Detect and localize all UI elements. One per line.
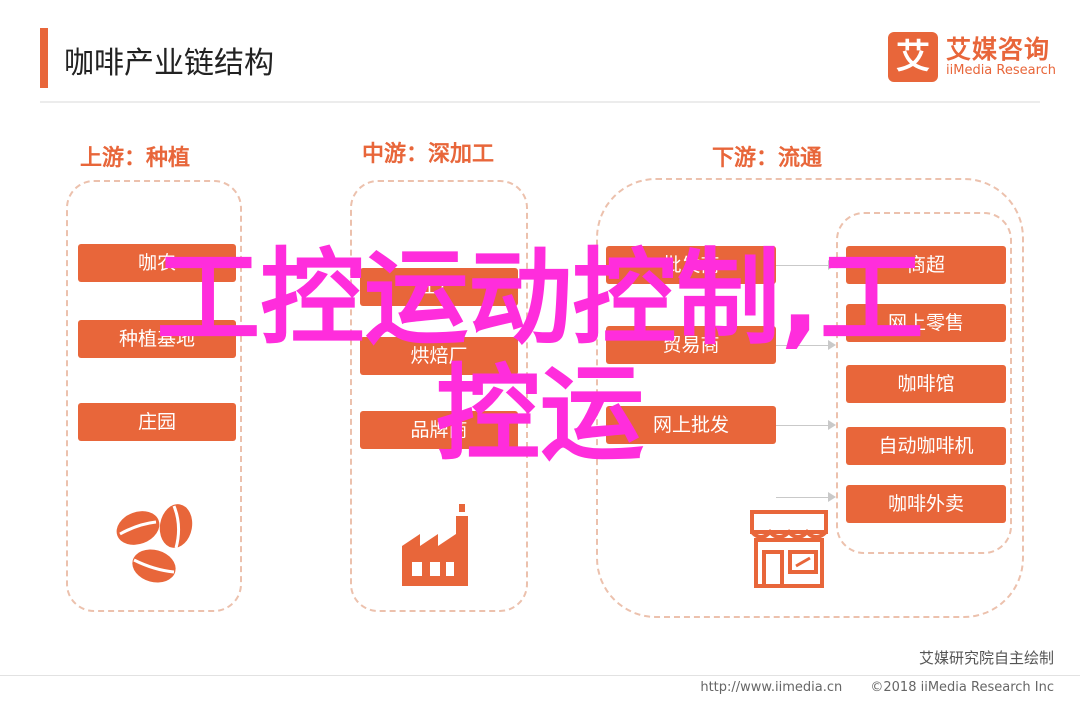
downstream-retail-item: 网上零售	[846, 304, 1006, 342]
midstream-panel	[350, 180, 528, 612]
store-icon	[750, 510, 828, 588]
downstream-retail-panel	[836, 212, 1012, 554]
footer-url-link[interactable]: http://www.iimedia.cn	[700, 680, 843, 695]
downstream-wholesale-item: 贸易商	[606, 326, 776, 364]
downstream-wholesale-item: 网上批发	[606, 406, 776, 444]
midstream-item: 品牌商	[360, 411, 518, 449]
midstream-item: 工厂	[360, 268, 518, 306]
logo-mark: 艾	[888, 32, 938, 82]
upstream-item: 咖农	[78, 244, 236, 282]
midstream-label: 中游：深加工	[362, 142, 495, 167]
title-accent-bar	[40, 28, 48, 88]
downstream-retail-item: 自动咖啡机	[846, 427, 1006, 465]
logo-english-name: iiMedia Research	[946, 63, 1057, 78]
arrow-head	[828, 492, 836, 502]
footer: http://www.iimedia.cn ©2018 iiMedia Rese…	[700, 680, 1054, 695]
downstream-wholesale-item: 批发商	[606, 246, 776, 284]
midstream-item: 烘焙厂	[360, 337, 518, 375]
flow-arrow	[776, 497, 828, 498]
page-title: 咖啡产业链结构	[64, 46, 274, 81]
downstream-retail-item: 咖啡馆	[846, 365, 1006, 403]
factory-icon	[402, 504, 468, 586]
arrow-head	[828, 340, 836, 350]
downstream-label: 下游：流通	[712, 146, 823, 171]
downstream-retail-item: 咖啡外卖	[846, 485, 1006, 523]
logo-chinese-name: 艾媒咨询	[946, 35, 1051, 64]
upstream-item: 庄园	[78, 403, 236, 441]
arrow-head	[828, 260, 836, 270]
flow-arrow	[776, 345, 828, 346]
footer-copyright: ©2018 iiMedia Research Inc	[870, 680, 1054, 695]
header-divider	[40, 101, 1040, 103]
footer-divider	[0, 675, 1080, 676]
upstream-item: 种植基地	[78, 320, 236, 358]
upstream-panel	[66, 180, 242, 612]
flow-arrow	[776, 265, 828, 266]
coffee-beans-icon	[116, 504, 193, 583]
downstream-retail-item: 商超	[846, 246, 1006, 284]
upstream-label: 上游：种植	[80, 146, 191, 171]
downstream-panel	[596, 178, 1024, 618]
arrow-head	[828, 420, 836, 430]
credit-note: 艾媒研究院自主绘制	[918, 649, 1054, 667]
brand-logo: 艾 艾媒咨询 iiMedia Research	[888, 30, 1063, 84]
flow-arrow	[776, 425, 828, 426]
